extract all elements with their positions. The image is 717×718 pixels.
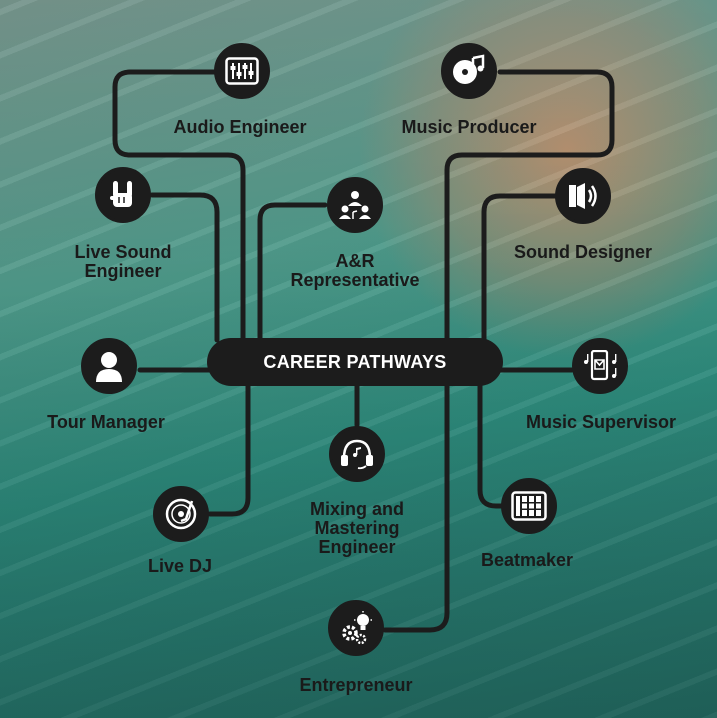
career-label-live-sound-engineer: Live Sound Engineer <box>74 243 171 281</box>
connector-entrepreneur <box>382 381 450 633</box>
drum-pad-icon <box>501 478 557 534</box>
connector-music-producer <box>444 69 615 343</box>
mixing-line-1: Mixing and <box>310 499 404 519</box>
headphones-icon <box>329 426 385 482</box>
speaker-icon <box>555 168 611 224</box>
connector-live-sound <box>149 192 220 343</box>
gears-lightbulb-icon <box>328 600 384 656</box>
career-label-entrepreneur: Entrepreneur <box>299 675 413 695</box>
connector-ar <box>257 202 328 343</box>
mixer-icon <box>214 43 270 99</box>
rock-hand-icon <box>95 167 151 223</box>
career-label-ar-representative: A&R Representative <box>290 252 419 290</box>
team-icon <box>327 177 383 233</box>
ar-line-2: Representative <box>290 270 420 290</box>
live-sound-line-2: Engineer <box>84 261 162 281</box>
turntable-icon <box>153 486 209 542</box>
live-sound-line-1: Live Sound <box>74 242 172 262</box>
connector-audio-engineer <box>112 69 246 343</box>
career-label-mixing-mastering-engineer: Mixing and Mastering Engineer <box>310 500 404 557</box>
connector-sound-designer <box>481 193 559 343</box>
career-label-audio-engineer: Audio Engineer <box>173 117 307 137</box>
phone-music-icon <box>572 338 628 394</box>
connector-live-dj <box>207 381 251 517</box>
hub-label: CAREER PATHWAYS <box>263 351 447 372</box>
mixing-line-3: Engineer <box>318 537 396 557</box>
music-disc-icon <box>441 43 497 99</box>
connector-beatmaker <box>477 381 504 509</box>
ar-line-1: A&R <box>335 251 375 271</box>
career-label-beatmaker: Beatmaker <box>480 550 574 570</box>
person-icon <box>81 338 137 394</box>
career-pathways-hub: CAREER PATHWAYS <box>207 338 503 386</box>
career-label-tour-manager: Tour Manager <box>47 412 165 432</box>
career-label-music-producer: Music Producer <box>401 117 537 137</box>
mixing-line-2: Mastering <box>314 518 400 538</box>
career-label-live-dj: Live DJ <box>147 556 213 576</box>
career-label-music-supervisor: Music Supervisor <box>525 412 677 432</box>
career-label-sound-designer: Sound Designer <box>513 242 653 262</box>
